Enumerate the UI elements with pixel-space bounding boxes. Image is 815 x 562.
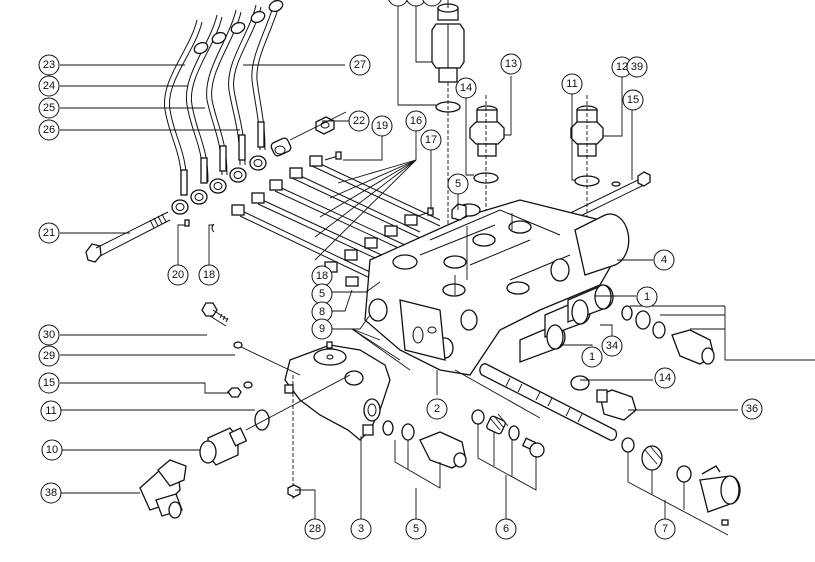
callout-label: 11 [566,78,577,90]
callout-label: 16 [410,115,422,127]
callout-label: 11 [45,405,56,417]
callout-6: 6 [495,518,517,540]
callout-label: 19 [376,120,388,132]
callout-cropped-1 [388,0,408,7]
callout-label: 25 [43,102,55,114]
callout-12: 12 [611,56,633,78]
inlet-section [284,341,391,500]
callout-39: 39 [626,56,648,78]
callout-label: 18 [316,270,328,282]
callout-5-left: 5 [311,283,333,305]
callout-label: 24 [43,80,55,92]
callout-20: 20 [167,264,189,286]
callout-label: 9 [319,323,325,335]
callout-3: 3 [350,518,372,540]
callout-9: 9 [311,318,333,340]
callout-label: 20 [172,269,184,281]
callout-5-top: 5 [447,173,469,195]
callout-label: 22 [353,115,365,127]
callout-label: 8 [319,306,325,318]
spool-assembly [382,305,815,536]
top-fittings [431,3,651,300]
valve-body [364,181,630,376]
callout-27: 27 [349,54,371,76]
pivot-bolt [85,211,190,263]
callout-21: 21 [38,222,60,244]
callout-22: 22 [348,110,370,132]
callout-11-top: 11 [561,73,583,95]
callout-label: 15 [627,94,639,106]
callout-cropped-2 [406,0,426,7]
callout-label: 14 [659,372,671,384]
callout-25: 25 [38,97,60,119]
callout-19: 19 [371,115,393,137]
callout-30: 30 [38,324,60,346]
callout-label: 12 [616,61,628,73]
callout-1-top: 1 [636,286,658,308]
callout-15-left: 15 [38,372,60,394]
callout-34: 34 [601,335,623,357]
callout-label: 14 [460,82,472,94]
callout-15-top: 15 [622,89,644,111]
callout-label: 5 [455,178,461,190]
linkage-rods [211,151,441,287]
callout-24: 24 [38,75,60,97]
callout-17: 17 [420,129,442,151]
callout-label: 6 [503,523,509,535]
callout-label: 7 [662,523,668,535]
callout-label: 28 [309,523,321,535]
callout-label: 36 [746,403,758,415]
callout-38: 38 [40,482,62,504]
callout-label: 27 [354,59,366,71]
callout-label: 21 [43,227,55,239]
callout-label: 13 [505,58,517,70]
callout-label: 5 [413,523,419,535]
callout-label: 26 [43,124,55,136]
callout-label: 29 [43,350,55,362]
callout-18-right: 18 [311,265,333,287]
callout-14-top: 14 [455,77,477,99]
callout-11-left: 11 [40,400,62,422]
callout-label: 17 [425,134,437,146]
callout-label: 18 [203,269,215,281]
callout-label: 39 [631,61,643,73]
callout-label: 1 [644,291,650,303]
callout-label: 34 [606,340,618,352]
callout-2: 2 [426,398,448,420]
callout-4: 4 [653,249,675,271]
callout-16: 16 [405,110,427,132]
callout-10: 10 [41,439,63,461]
leader-lines [60,0,738,520]
callout-label: 2 [434,403,440,415]
callout-label: 23 [43,59,55,71]
callout-14-bottom: 14 [654,367,676,389]
callout-7: 7 [654,518,676,540]
callout-label: 10 [46,444,58,456]
callout-label: 4 [661,254,667,266]
callout-26: 26 [38,119,60,141]
callout-label: 3 [358,523,364,535]
callout-13: 13 [500,53,522,75]
callout-label: 15 [43,377,55,389]
left-fittings [139,302,351,519]
callout-29: 29 [38,345,60,367]
callout-36: 36 [741,398,763,420]
callout-5-bottom: 5 [405,518,427,540]
callout-1-bottom: 1 [581,346,603,368]
callout-label: 5 [319,288,325,300]
callout-23: 23 [38,54,60,76]
callout-cropped-3 [422,0,442,7]
callout-label: 1 [589,351,595,363]
callout-label: 30 [43,329,55,341]
callout-label: 38 [45,487,57,499]
callout-28: 28 [304,518,326,540]
callout-18-left: 18 [198,264,220,286]
control-levers [163,0,347,215]
